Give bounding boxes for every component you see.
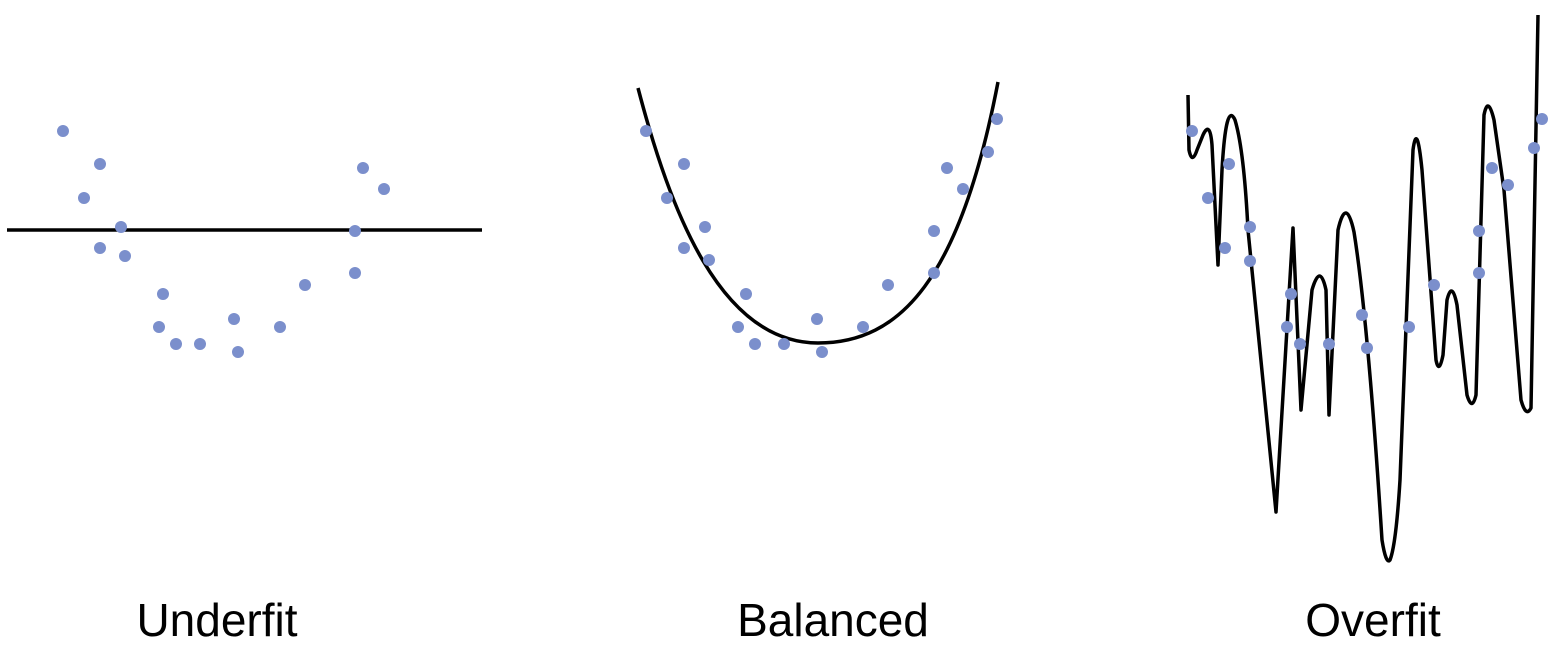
balanced-data-point [703,254,715,266]
overfit-fit-curve [1186,14,1540,563]
balanced-data-point [816,346,828,358]
overfit-data-point [1281,321,1293,333]
underfit-data-point [157,288,169,300]
underfit-data-point [194,338,206,350]
overfit-data-point [1323,338,1335,350]
underfit-data-point [228,313,240,325]
balanced-data-point [982,146,994,158]
overfit-data-point [1202,192,1214,204]
overfit-data-point [1428,279,1440,291]
overfit-data-points [1186,113,1548,354]
balanced-data-point [928,267,940,279]
overfit-data-point [1244,255,1256,267]
overfit-data-point [1361,342,1373,354]
underfit-caption: Underfit [136,594,298,646]
underfit-data-point [349,267,361,279]
overfit-data-point [1486,162,1498,174]
overfit-data-point [1186,125,1198,137]
overfit-data-point [1502,179,1514,191]
balanced-data-point [699,221,711,233]
balanced-data-point [678,242,690,254]
overfit-data-point [1356,309,1368,321]
overfit-data-point [1244,221,1256,233]
underfit-data-points [57,125,390,358]
overfit-data-point [1536,113,1548,125]
overfit-data-point [1473,267,1485,279]
underfit-data-point [57,125,69,137]
balanced-data-points [640,113,1003,358]
underfit-data-point [232,346,244,358]
overfit-caption: Overfit [1305,594,1441,646]
balanced-caption: Balanced [737,594,929,646]
balanced-data-point [928,225,940,237]
overfit-data-point [1294,338,1306,350]
underfit-data-point [94,242,106,254]
balanced-data-point [957,183,969,195]
balanced-data-point [749,338,761,350]
balanced-data-point [778,338,790,350]
overfit-data-point [1223,158,1235,170]
underfit-data-point [378,183,390,195]
underfit-data-point [78,192,90,204]
balanced-panel [636,81,1003,358]
balanced-fit-curve [636,81,1000,345]
balanced-data-point [991,113,1003,125]
underfit-panel [7,125,482,358]
overfit-data-point [1528,142,1540,154]
balanced-data-point [678,158,690,170]
overfit-data-point [1285,288,1297,300]
balanced-data-point [732,321,744,333]
underfit-data-point [153,321,165,333]
underfit-data-point [274,321,286,333]
balanced-data-point [740,288,752,300]
overfit-panel [1186,14,1548,563]
underfit-data-point [349,225,361,237]
balanced-data-point [857,321,869,333]
underfit-data-point [119,250,131,262]
underfit-data-point [94,158,106,170]
overfit-data-point [1403,321,1415,333]
overfit-data-point [1473,225,1485,237]
balanced-data-point [640,125,652,137]
balanced-data-point [882,279,894,291]
underfit-data-point [170,338,182,350]
balanced-data-point [941,162,953,174]
underfit-data-point [115,221,127,233]
balanced-data-point [811,313,823,325]
underfit-data-point [299,279,311,291]
overfit-data-point [1219,242,1231,254]
underfit-data-point [357,162,369,174]
balanced-data-point [661,192,673,204]
